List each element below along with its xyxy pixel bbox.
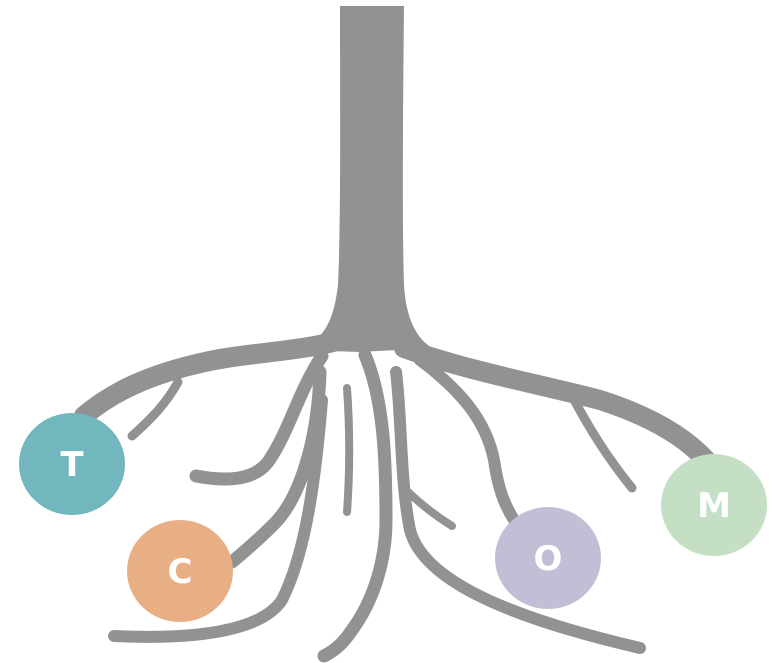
root-m (404, 348, 706, 460)
node-c: C (127, 520, 233, 622)
root-center-down (324, 355, 386, 656)
root-center-thin (347, 388, 349, 512)
node-o: O (495, 507, 601, 609)
node-c-label: C (168, 552, 193, 592)
node-t: T (19, 413, 125, 515)
node-m: M (661, 454, 767, 556)
node-t-label: T (60, 445, 84, 485)
node-o-label: O (534, 539, 563, 579)
tree-trunk (300, 6, 432, 352)
node-m-label: M (697, 486, 731, 526)
